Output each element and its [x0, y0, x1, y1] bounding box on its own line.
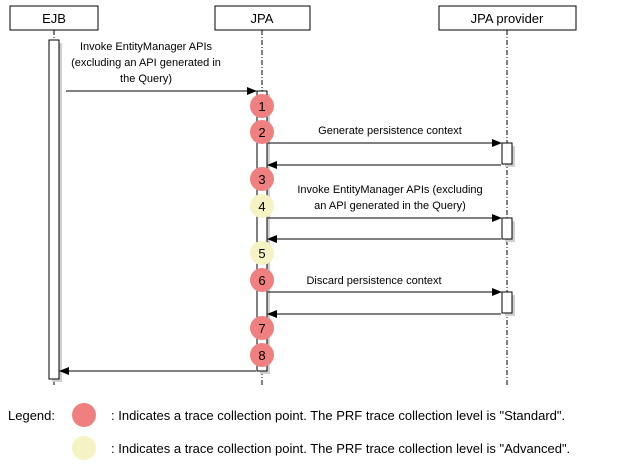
message-discard-ctx: Discard persistence context [268, 275, 502, 296]
trace-point-2-num: 2 [258, 125, 265, 140]
trace-point-5-num: 5 [258, 246, 265, 261]
trace-point-5: 5 [250, 241, 274, 265]
message-invoke-em-2-line1: Invoke EntityManager APIs (excluding [297, 184, 482, 196]
trace-point-6-num: 6 [258, 273, 265, 288]
trace-point-7: 7 [250, 316, 274, 340]
message-discard-ctx-label: Discard persistence context [306, 275, 441, 287]
actor-jpa-label: JPA [251, 11, 274, 26]
trace-point-8-num: 8 [258, 348, 265, 363]
actor-provider-label: JPA provider [471, 11, 544, 26]
activation-provider-2 [501, 217, 515, 242]
message-invoke-em-2: Invoke EntityManager APIs (excluding an … [268, 184, 502, 222]
message-generate-ctx-label: Generate persistence context [318, 125, 462, 137]
activation-provider-1 [501, 142, 515, 167]
trace-point-3-num: 3 [258, 172, 265, 187]
message-invoke-em-1-line1: Invoke EntityManager APIs [80, 41, 213, 53]
legend-standard-text: : Indicates a trace collection point. Th… [111, 408, 565, 423]
actor-ejb: EJB [9, 5, 99, 31]
legend-advanced-swatch [72, 436, 96, 460]
actor-ejb-label: EJB [42, 11, 66, 26]
trace-point-1: 1 [250, 94, 274, 118]
activation-jpa [256, 90, 270, 374]
message-generate-ctx: Generate persistence context [268, 125, 502, 147]
legend-standard-swatch [72, 403, 96, 427]
message-invoke-em-1-line3: the Query) [120, 73, 172, 85]
trace-point-6: 6 [250, 268, 274, 292]
trace-point-3: 3 [250, 167, 274, 191]
trace-point-7-num: 7 [258, 321, 265, 336]
message-invoke-em-1-line2: (excluding an API generated in [71, 57, 221, 69]
activation-ejb [48, 39, 62, 382]
legend: Legend: : Indicates a trace collection p… [8, 403, 570, 460]
trace-point-4: 4 [250, 194, 274, 218]
trace-point-1-num: 1 [258, 99, 265, 114]
actor-jpa-provider: JPA provider [438, 5, 577, 31]
legend-advanced-text: : Indicates a trace collection point. Th… [111, 441, 570, 456]
legend-title: Legend: [8, 408, 55, 423]
activation-provider-3 [501, 291, 515, 316]
trace-point-4-num: 4 [258, 199, 265, 214]
trace-point-8: 8 [250, 343, 274, 367]
message-invoke-em-2-line2: an API generated in the Query) [314, 200, 466, 212]
message-invoke-em-1: Invoke EntityManager APIs (excluding an … [66, 41, 257, 95]
actor-jpa: JPA [214, 5, 311, 31]
trace-point-2: 2 [250, 120, 274, 144]
